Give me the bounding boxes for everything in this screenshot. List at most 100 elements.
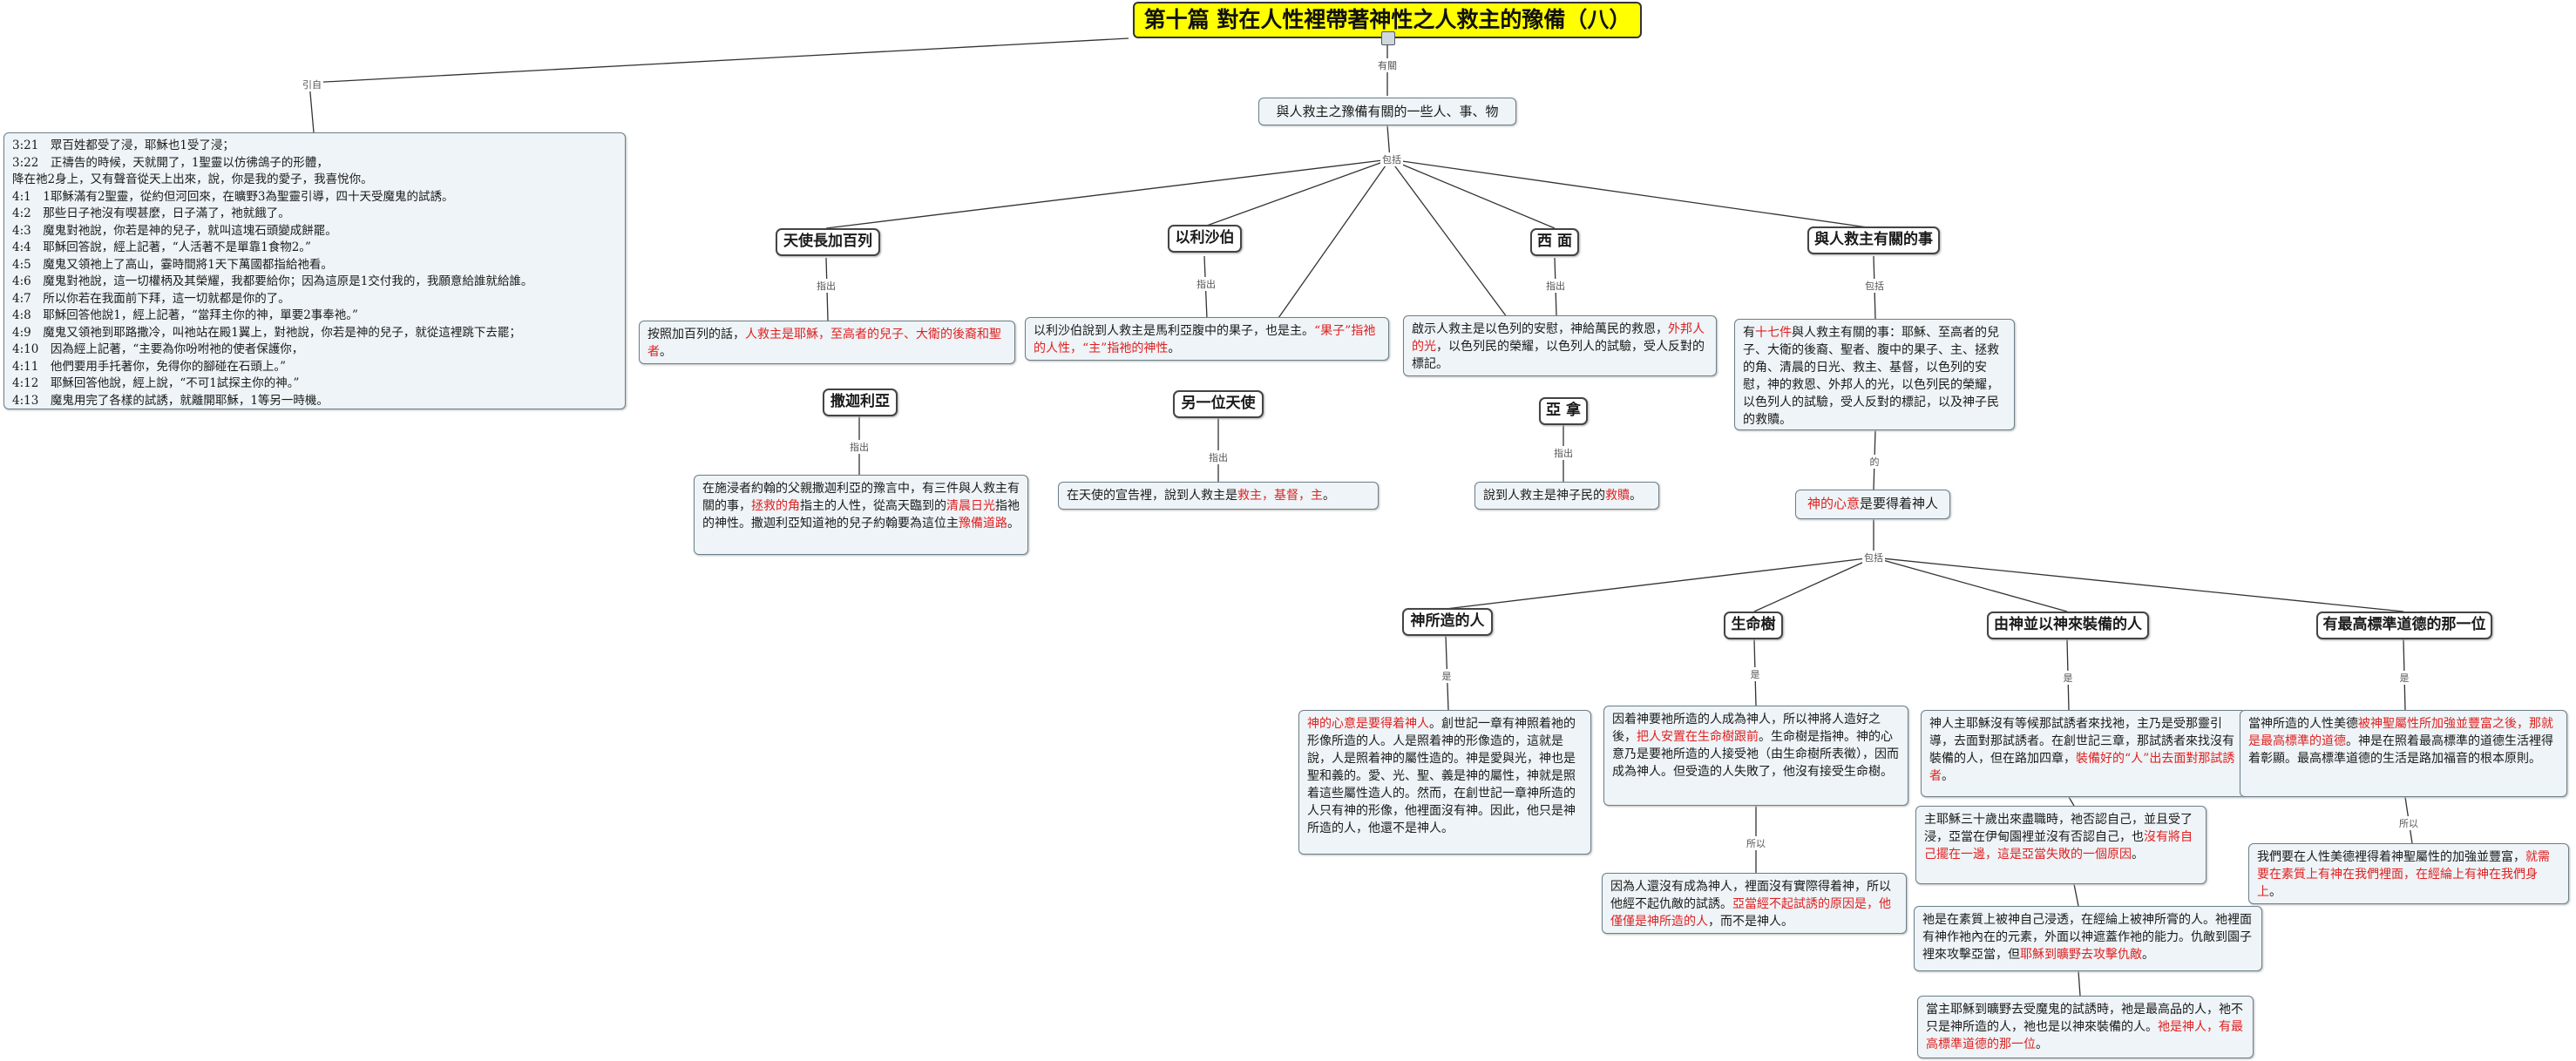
text: 。 xyxy=(1007,517,1020,530)
topic-elizabeth[interactable]: 以利沙伯 xyxy=(1168,225,1242,253)
topic-zacharias[interactable]: 撒迦利亞 xyxy=(823,389,898,416)
text: 。 xyxy=(1630,489,1642,503)
edge-label-from-6: 指出 xyxy=(1552,446,1575,460)
highlight-text: 裝備好的“人”出去面對那試誘者 xyxy=(1929,752,2235,783)
text: 祂是在素質上被神自己浸透，在經綸上被神所膏的人。祂裡面有神作祂內在的元素，外面以… xyxy=(1922,913,2252,962)
tree-of-life-result-box[interactable]: 因為人還沒有成為神人，裡面沒有實際得着神，所以他經不起仇敵的試誘。亞當經不起試誘… xyxy=(1602,873,1907,934)
topic-simeon-label: 西 面 xyxy=(1537,233,1572,250)
topic-angel-label: 另一位天使 xyxy=(1181,395,1256,412)
edge-label-includes-2: 包括 xyxy=(1863,279,1886,293)
topic-simeon[interactable]: 西 面 xyxy=(1530,228,1579,256)
note-icon[interactable] xyxy=(1381,31,1395,45)
scripture-line: 4:9 魔鬼又領祂到耶路撒冷，叫祂站在殿1翼上，對祂說，你若是神的兒子，就從這裡… xyxy=(12,325,521,340)
zacharias-box[interactable]: 在施浸者約翰的父親撒迦利亞的豫言中，有三件與人救主有關的事，拯救的角指主的人性，… xyxy=(694,475,1028,555)
text: 指祂的神性。撒迦利亞知道祂的兒子約翰要為這位主 xyxy=(702,499,1020,530)
angel-box[interactable]: 在天使的宣告裡，說到人救主是救主，基督，主。 xyxy=(1058,482,1379,510)
highlight-text: 十七件 xyxy=(1755,326,1792,340)
elizabeth-box[interactable]: 以利沙伯說到人救主是馬利亞腹中的果子，也是主。“果子”指祂的人性，“主”指祂的神… xyxy=(1025,317,1389,361)
highlight-text: 外邦人的光 xyxy=(1412,322,1705,354)
scripture-line: 4:4 耶穌回答說，經上記著，“人活著不是單靠1食物2。” xyxy=(12,240,311,254)
text: 與人救主有關的事：耶穌、至高者的兒子、大衛的後裔、聖者、腹中的果子、主、拯救的角… xyxy=(1743,326,1999,427)
text: 說到人救主是神子民的 xyxy=(1483,489,1605,503)
topic-anna-label: 亞 拿 xyxy=(1546,402,1581,419)
highlight-text: 拯救的角 xyxy=(751,499,800,513)
highest-morality-box-1[interactable]: 當神所造的人性美德被神聖屬性所加強並豐富之後，那就是最高標準的道德。神是在照着最… xyxy=(2240,710,2567,797)
scripture-line: 4:8 耶穌回答他說1，經上記著，“當拜主你的神，單要2事奉祂。” xyxy=(12,308,358,322)
equipped-box-2[interactable]: 主耶穌三十歲出來盡職時，祂否認自己，並且受了浸，亞當在伊甸園裡並沒有否認自己，也… xyxy=(1915,806,2207,884)
edge-label-means: 的 xyxy=(1868,455,1881,469)
text: 當主耶穌到曠野去受魔鬼的試誘時，祂是最高品的人，祂不只是神所造的人，祂也是以神來… xyxy=(1926,1003,2243,1034)
topic-highest-morality[interactable]: 有最高標準道德的那一位 xyxy=(2316,612,2492,639)
text: 。 xyxy=(2269,885,2281,899)
hub-text: 與人救主之豫備有關的一些人、事、物 xyxy=(1276,104,1499,119)
edge-label-from-5: 指出 xyxy=(1207,450,1230,464)
scripture-line: 3:22 正禱告的時候，天就開了，1聖靈以仿彿鴿子的形體， xyxy=(12,155,329,170)
text: 主耶穌三十歲出來盡職時，祂否認自己，並且受了浸，亞當在伊甸園裡並沒有否認自己，也 xyxy=(1924,813,2193,844)
highest-morality-box-2[interactable]: 我們要在人性美德裡得着神聖屬性的加強並豐富，就需要在素質上有神在我們裡面，在經綸… xyxy=(2248,843,2569,904)
hub-node[interactable]: 與人救主之豫備有關的一些人、事、物 xyxy=(1258,98,1516,125)
topic-tree-label: 生命樹 xyxy=(1731,616,1776,633)
text: 以利沙伯說到人救主是馬利亞腹中的果子，也是主。 xyxy=(1034,324,1314,338)
related-box[interactable]: 有十七件與人救主有關的事：耶穌、至高者的兒子、大衛的後裔、聖者、腹中的果子、主、… xyxy=(1734,319,2015,430)
highlight-text: 祂是神人，有最高標準道德的那一位 xyxy=(1926,1020,2243,1051)
edge-label-includes-3: 包括 xyxy=(1862,551,1885,564)
equipped-box-1[interactable]: 神人主耶穌沒有等候那試誘者來找祂，主乃是受那靈引導，去面對那試誘者。在創世記三章… xyxy=(1921,710,2247,797)
root-title-text: 第十篇 對在人性裡帶著神性之人救主的豫備（八） xyxy=(1143,7,1631,32)
edge-label-is-2: 是 xyxy=(1748,667,1762,681)
scripture-line: 4:6 魔鬼對祂說，這一切權柄及其榮耀，我都要給你；因為這原是1交付我的，我願意… xyxy=(12,274,533,288)
edge-label-is-4: 是 xyxy=(2397,671,2411,685)
edge-label-is-1: 是 xyxy=(1440,669,1454,683)
simeon-box[interactable]: 啟示人救主是以色列的安慰，神給萬民的救恩，外邦人的光，以色列民的榮耀，以色列人的… xyxy=(1403,315,1717,376)
text: ，而不是神人。 xyxy=(1708,915,1793,929)
edge-label-has: 有關 xyxy=(1376,58,1399,72)
text: 。 xyxy=(1323,489,1335,503)
scripture-line: 4:13 魔鬼用完了各樣的試誘，就離開耶穌，1等另一時機。 xyxy=(12,393,329,408)
text: 在天使的宣告裡，說到人救主是 xyxy=(1067,489,1237,503)
edge-label-from-1: 指出 xyxy=(815,279,837,293)
topic-tree-of-life[interactable]: 生命樹 xyxy=(1724,612,1783,639)
topic-angel[interactable]: 另一位天使 xyxy=(1173,390,1264,418)
edge-label-intro: 引自 xyxy=(301,78,323,91)
text: 神人主耶穌沒有等候那試誘者來找祂，主乃是受那靈引導，去面對那試誘者。在創世記三章… xyxy=(1929,717,2234,766)
scripture-line: 4:2 那些日子祂沒有喫甚麼，日子滿了，祂就餓了。 xyxy=(12,206,290,220)
highlight-text: 把人安置在生命樹跟前 xyxy=(1637,730,1759,744)
scripture-line: 4:3 魔鬼對祂說，你若是神的兒子，就叫這塊石頭變成餅罷。 xyxy=(12,223,337,238)
edge-label-so-2: 所以 xyxy=(2397,816,2420,830)
edge-label-from-3: 指出 xyxy=(1544,279,1567,293)
gabriel-box[interactable]: 按照加百列的話，人救主是耶穌，至高者的兒子、大衛的後裔和聖者。 xyxy=(639,321,1015,364)
text: 按照加百列的話， xyxy=(647,328,745,341)
root-title[interactable]: 第十篇 對在人性裡帶著神性之人救主的豫備（八） xyxy=(1133,2,1642,38)
equipped-box-4[interactable]: 當主耶穌到曠野去受魔鬼的試誘時，祂是最高品的人，祂不只是神所造的人，祂也是以神來… xyxy=(1917,996,2254,1058)
highlight-text: 救贖 xyxy=(1605,489,1630,503)
highlight-text: 清晨日光 xyxy=(946,499,995,513)
edge-label-so-1: 所以 xyxy=(1745,836,1767,850)
topic-created-man[interactable]: 神所造的人 xyxy=(1402,608,1493,636)
scripture-line: 4:10 因為經上記著，“主要為你吩咐祂的使者保護你， xyxy=(12,342,304,356)
text: 。 xyxy=(660,345,672,359)
topic-gabriel[interactable]: 天使長加百列 xyxy=(776,228,880,256)
topic-related[interactable]: 與人救主有關的事 xyxy=(1807,226,1940,254)
text: 我們要在人性美德裡得着神聖屬性的加強並豐富， xyxy=(2257,850,2525,864)
edge-label-includes-1: 包括 xyxy=(1380,152,1403,166)
anna-box[interactable]: 說到人救主是神子民的救贖。 xyxy=(1474,482,1659,510)
scripture-box[interactable]: 3:21 眾百姓都受了浸，耶穌也1受了浸； 3:22 正禱告的時候，天就開了，1… xyxy=(3,132,626,409)
scripture-line: 3:21 眾百姓都受了浸，耶穌也1受了浸； xyxy=(12,139,234,152)
text: 。創世記一章有神照着祂的形像所造的人。人是照着神的形像造的，這就是說，人是照着神… xyxy=(1307,717,1576,835)
scripture-line: 降在祂2身上，又有聲音從天上出來，說，你是我的愛子，我喜悅你。 xyxy=(12,172,373,186)
tree-of-life-box[interactable]: 因着神要祂所造的人成為神人，所以神將人造好之後，把人安置在生命樹跟前。生命樹是指… xyxy=(1603,706,1908,806)
topic-zacharias-label: 撒迦利亞 xyxy=(830,393,890,410)
divine-intention-node[interactable]: 神的心意是要得着神人 xyxy=(1795,490,1950,519)
edge-label-is-3: 是 xyxy=(2061,671,2075,685)
text: 。生命樹是指神。神的心意乃是要祂所造的人接受祂（由生命樹所表徵），因而成為神人。… xyxy=(1612,730,1899,779)
highlight-text: 人救主是耶穌，至高者的兒子、大衛的後裔和聖者 xyxy=(647,328,1001,359)
scripture-line: 4:5 魔鬼又領祂上了高山，霎時間將1天下萬國都指給祂看。 xyxy=(12,257,333,272)
created-man-box[interactable]: 神的心意是要得着神人。創世記一章有神照着祂的形像所造的人。人是照着神的形像造的，… xyxy=(1298,710,1591,855)
equipped-box-3[interactable]: 祂是在素質上被神自己浸透，在經綸上被神所膏的人。祂裡面有神作祂內在的元素，外面以… xyxy=(1914,906,2262,971)
topic-equipped-man[interactable]: 由神並以神來裝備的人 xyxy=(1987,612,2149,639)
text: 因為人還沒有成為神人，裡面沒有實際得着神，所以他經不起仇敵的試誘。 xyxy=(1610,880,1891,911)
topic-anna[interactable]: 亞 拿 xyxy=(1539,397,1588,425)
highlight-text: 亞當經不起試誘的原因是，他僅僅是神所造的人 xyxy=(1610,897,1891,929)
topic-related-label: 與人救主有關的事 xyxy=(1814,231,1933,248)
text: 。 xyxy=(1942,769,1954,783)
edge-label-from-4: 指出 xyxy=(848,440,871,454)
